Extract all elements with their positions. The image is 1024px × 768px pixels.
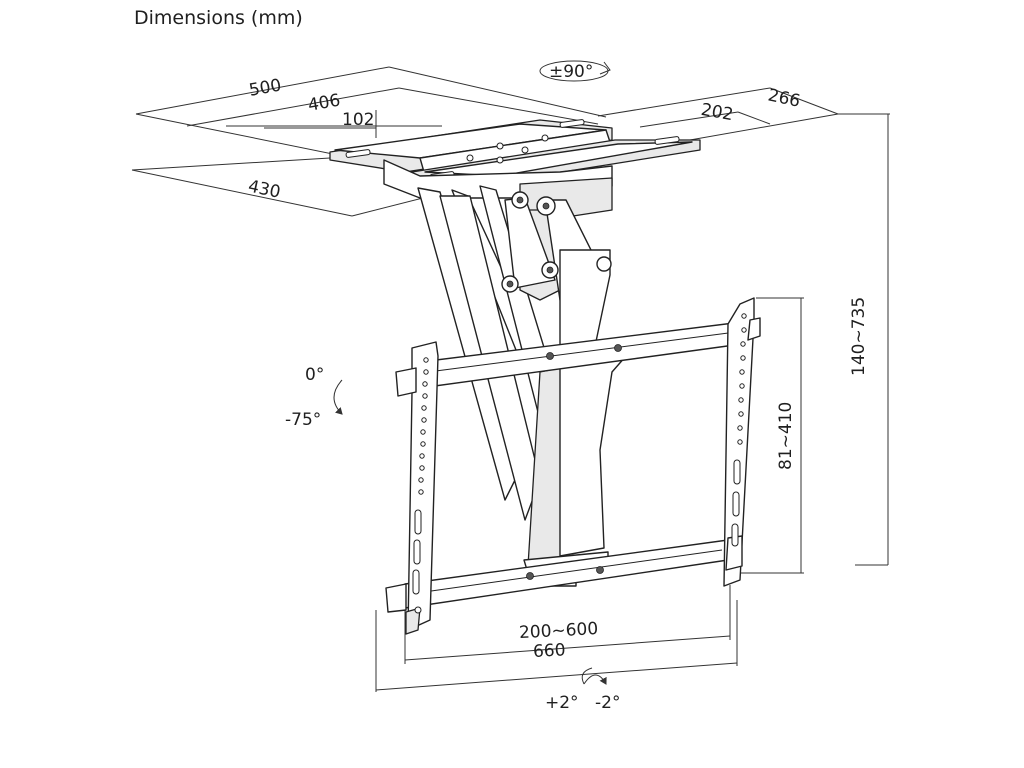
dimension-lines (131, 66, 890, 692)
left-bracket-holes (412, 357, 429, 614)
label-roll-left: +2° (545, 693, 579, 713)
roll-rotation-indicator (581, 667, 607, 685)
label-rotate: ±90° (549, 62, 593, 82)
label-102: 102 (342, 110, 374, 130)
right-bracket-holes (731, 313, 747, 547)
tilt-rotation-indicator (333, 379, 343, 415)
mount-illustration (329, 119, 761, 635)
label-430: 430 (246, 176, 282, 202)
label-406: 406 (307, 90, 342, 115)
label-roll-right: -2° (595, 693, 620, 713)
label-vertical-holes: 81~410 (776, 402, 796, 470)
label-tilt-bottom: -75° (285, 410, 321, 430)
label-tilt-top: 0° (305, 365, 324, 385)
dimension-labels: 500 406 102 430 ±90° 202 266 140~735 81~… (246, 62, 869, 713)
label-266: 266 (766, 85, 802, 111)
label-horizontal-holes: 200~600 (519, 619, 599, 643)
label-202: 202 (699, 100, 734, 125)
label-width: 660 (533, 640, 566, 662)
label-height-range: 140~735 (849, 297, 869, 376)
label-500: 500 (248, 75, 283, 100)
diagram-title: Dimensions (mm) (134, 7, 303, 29)
swivel-rotation-indicator (539, 60, 611, 82)
